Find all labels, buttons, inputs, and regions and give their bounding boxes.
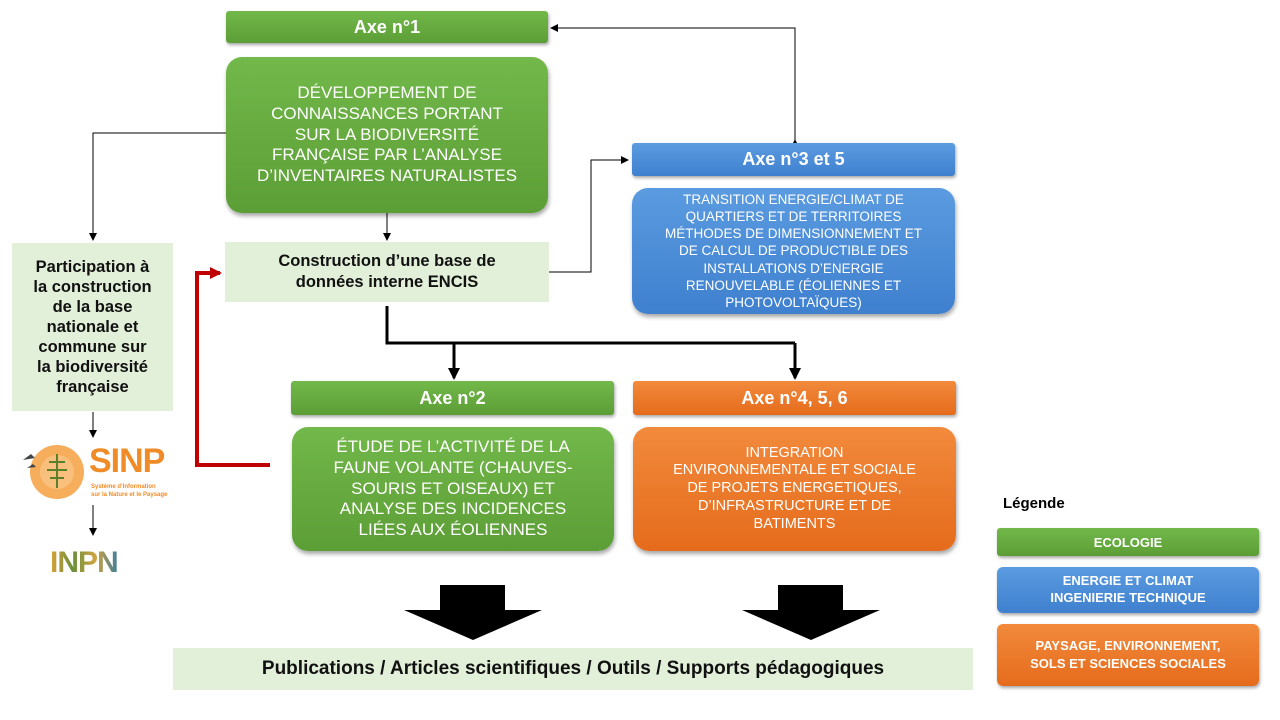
connector-database-axe35: [549, 156, 629, 273]
block-arrow-left: [404, 585, 542, 640]
outputs-bar: Publications / Articles scientifiques / …: [173, 648, 973, 690]
axe35-header: Axe n°3 et 5: [632, 143, 955, 176]
legend-energie: ENERGIE ET CLIMAT INGENIERIE TECHNIQUE: [997, 567, 1259, 613]
sinp-tagline: Système d’Information sur la Nature et l…: [91, 484, 168, 498]
legend-ecologie: ECOLOGIE: [997, 528, 1259, 556]
axe2-description: ÉTUDE DE L’ACTIVITÉ DE LA FAUNE VOLANTE …: [292, 427, 614, 551]
inpn-logo: INPN: [50, 546, 119, 579]
database-construction: Construction d’une base de données inter…: [225, 242, 549, 302]
axe456-description: INTEGRATION ENVIRONNEMENTALE ET SOCIALE …: [633, 427, 956, 551]
sinp-logo-text: SINP: [89, 442, 165, 480]
block-arrow-right: [742, 585, 880, 640]
connector-axe35-axe1: [550, 24, 799, 147]
participation-box: Participation à la construction de la ba…: [12, 243, 173, 411]
legend-title: Légende: [1003, 495, 1065, 512]
axe1-header: Axe n°1: [226, 11, 548, 43]
connector-database-split: [385, 306, 795, 345]
axe1-description: DÉVELOPPEMENT DE CONNAISSANCES PORTANT S…: [226, 57, 548, 213]
axe35-description: TRANSITION ENERGIE/CLIMAT DE QUARTIERS E…: [632, 188, 955, 314]
legend-paysage: PAYSAGE, ENVIRONNEMENT, SOLS ET SCIENCES…: [997, 624, 1259, 686]
axe456-header: Axe n°4, 5, 6: [633, 381, 956, 415]
feedback-arrow-axe2-database: [195, 267, 270, 467]
connector-axe1-participation: [89, 132, 226, 241]
sinp-emblem-icon: [23, 445, 84, 499]
sinp-logo: SINP Système d’Information sur la Nature…: [17, 440, 177, 505]
axe2-header: Axe n°2: [291, 381, 614, 415]
